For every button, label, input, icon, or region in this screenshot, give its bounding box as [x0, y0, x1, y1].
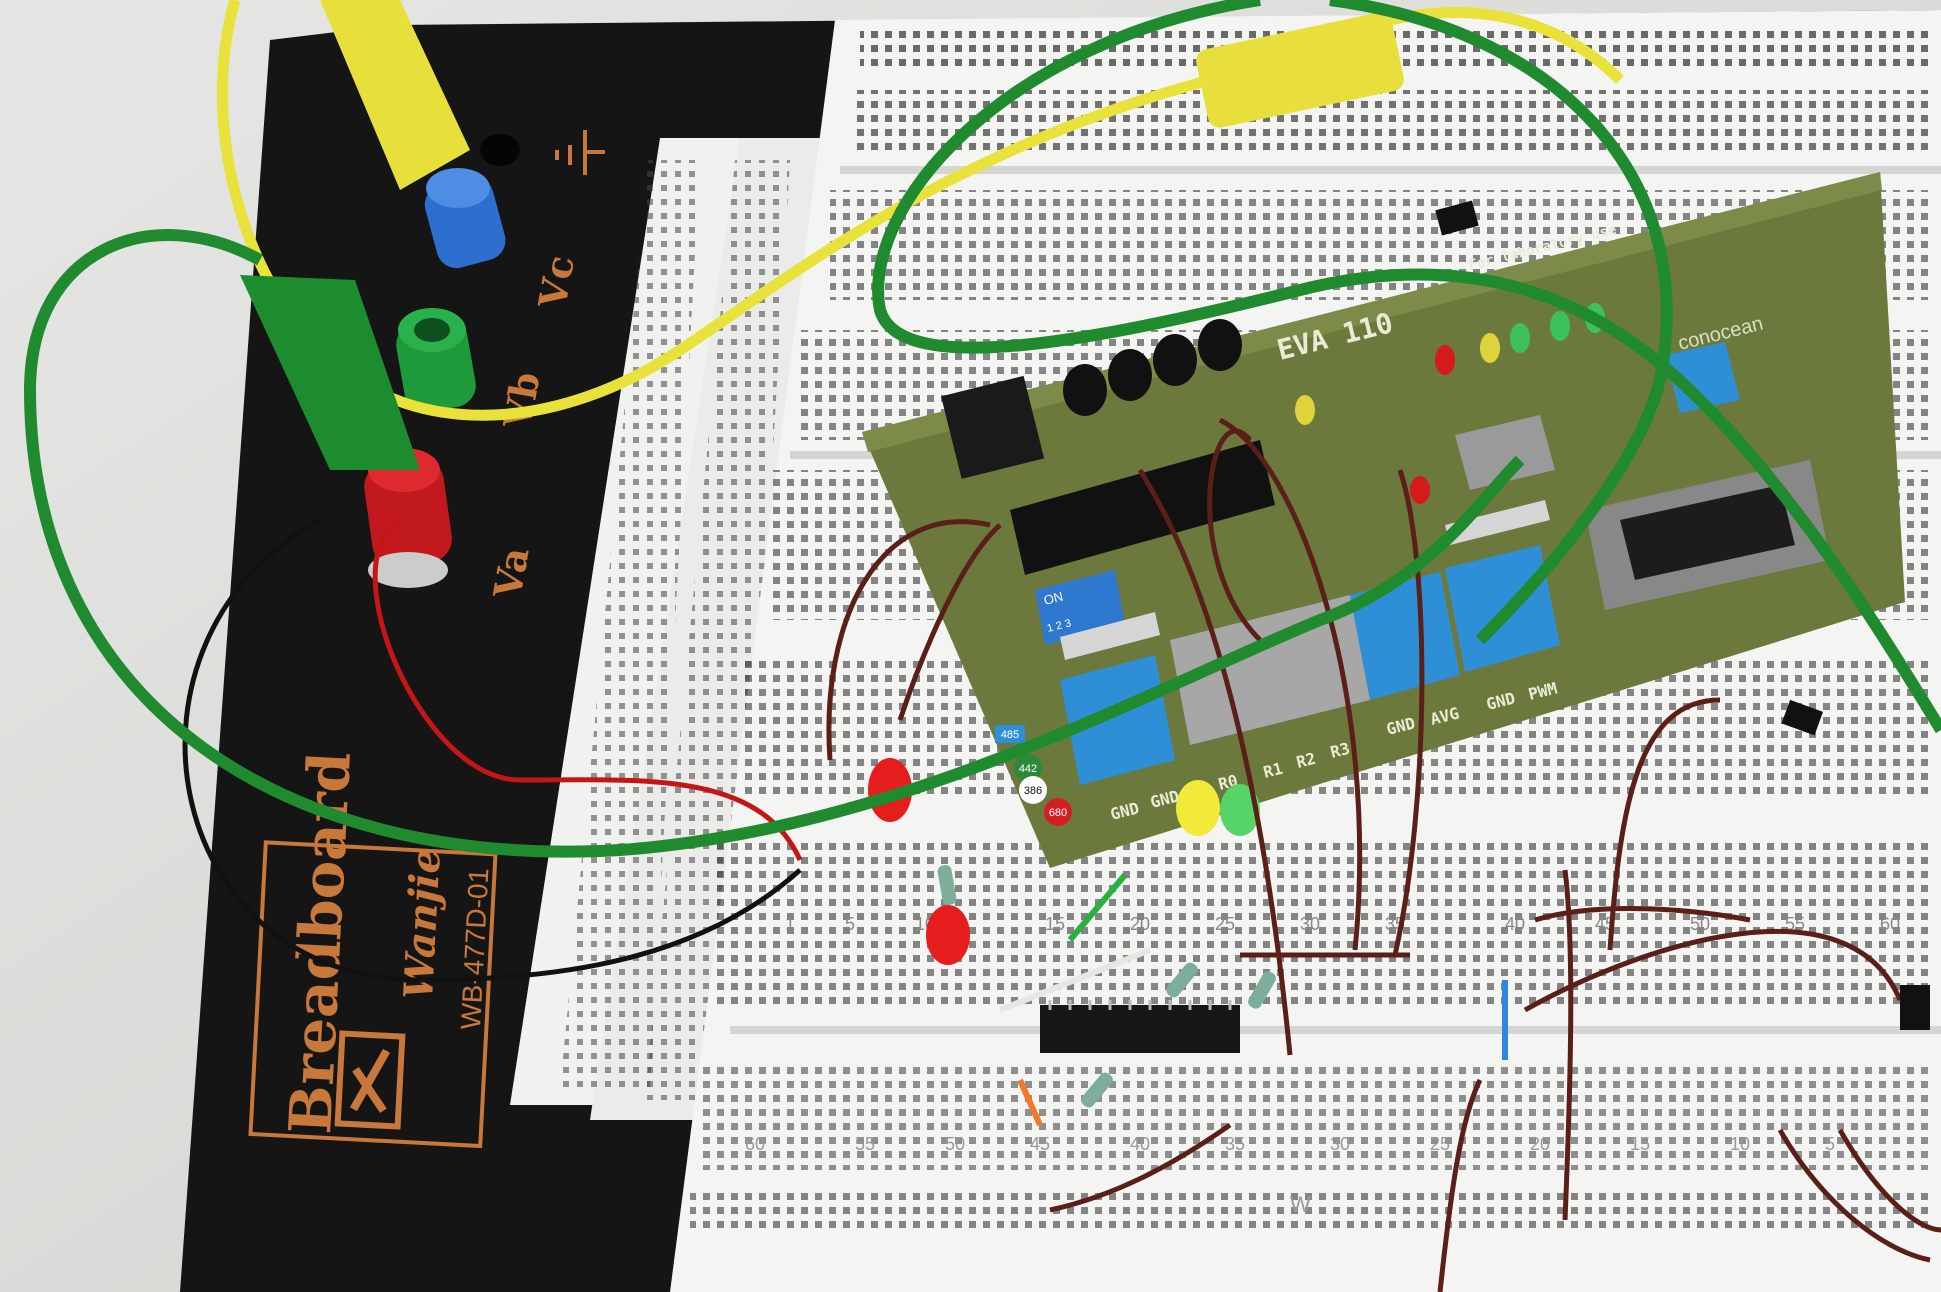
binding-post-vb	[396, 308, 476, 413]
logo-mark	[334, 1030, 406, 1130]
svg-text:25: 25	[1215, 914, 1235, 934]
svg-text:60: 60	[745, 1134, 765, 1154]
value-stickers: 442 386 680 485	[995, 725, 1072, 826]
jumper-wires	[826, 417, 1941, 1292]
svg-text:R1: R1	[1261, 759, 1284, 782]
svg-text:485: 485	[1001, 729, 1019, 741]
green-test-lead-loop	[1329, 0, 1673, 645]
svg-text:30: 30	[1330, 1134, 1350, 1154]
svg-text:45: 45	[1030, 1134, 1050, 1154]
svg-text:20: 20	[1130, 914, 1150, 934]
svg-text:386: 386	[1024, 785, 1042, 797]
jumper-cap	[1781, 699, 1824, 736]
ic-chip	[1040, 1000, 1240, 1053]
yellow-connector	[1196, 12, 1404, 128]
capacitors	[1063, 319, 1242, 416]
svg-text:55: 55	[855, 1134, 875, 1154]
ground-symbol-icon	[555, 130, 605, 175]
terminal-labels: Va Vb Vc	[484, 252, 583, 603]
yellow-test-lead	[216, 0, 1624, 421]
column-numbers-lower: 60 55 50 45 40 35 30 25 20 15 10 5	[745, 1134, 1835, 1154]
svg-text:680: 680	[1049, 807, 1067, 819]
green-test-lead-right	[872, 0, 1941, 734]
power-jack	[941, 375, 1045, 479]
column-numbers-upper: 1 5 10 15 20 25 30 35 40 45 50 55 60	[785, 914, 1900, 934]
svg-text:50: 50	[1690, 914, 1710, 934]
ic-socket	[1010, 440, 1275, 575]
short-jumpers	[998, 873, 1508, 1127]
svg-text:25: 25	[1430, 1134, 1450, 1154]
terminal-vb-label: Vb	[494, 369, 548, 433]
svg-text:5: 5	[1825, 1134, 1835, 1154]
svg-text:15: 15	[1045, 914, 1065, 934]
svg-text:50: 50	[945, 1134, 965, 1154]
svg-text:R2: R2	[1294, 749, 1317, 772]
resistors	[937, 865, 1276, 1108]
svg-text:5: 5	[845, 914, 855, 934]
row-letter: W	[1290, 1192, 1311, 1217]
green-plug	[240, 275, 420, 470]
dip-switch-label: ON	[1042, 589, 1065, 608]
terminal-va-label: Va	[484, 544, 537, 603]
loose-jumper	[1435, 200, 1479, 236]
svg-text:10: 10	[1730, 1134, 1750, 1154]
svg-text:1: 1	[785, 914, 795, 934]
yellow-plug	[320, 0, 470, 190]
relay	[1455, 415, 1555, 490]
svg-text:35: 35	[1225, 1134, 1245, 1154]
dip-switch-numbers: 1 2 3	[1046, 617, 1073, 635]
svg-text:60: 60	[1880, 914, 1900, 934]
svg-text:15: 15	[1630, 1134, 1650, 1154]
svg-text:30: 30	[1300, 914, 1320, 934]
svg-text:20: 20	[1530, 1134, 1550, 1154]
trimmer	[1665, 342, 1740, 413]
serial-connector	[1585, 460, 1830, 610]
green-test-lead	[23, 229, 1525, 858]
maker-name: Wanjie	[395, 847, 450, 1001]
black-wire	[182, 517, 802, 983]
jumper-cap-right	[1900, 985, 1930, 1030]
svg-text:55: 55	[1785, 914, 1805, 934]
svg-text:40: 40	[1130, 1134, 1150, 1154]
red-wire	[372, 517, 803, 862]
svg-text:442: 442	[1019, 763, 1037, 775]
svg-text:40: 40	[1505, 914, 1525, 934]
svg-text:R3: R3	[1328, 739, 1351, 762]
power-strip-left	[510, 138, 820, 1120]
binding-post-vc	[424, 134, 520, 269]
terminal-vc-label: Vc	[529, 252, 583, 313]
